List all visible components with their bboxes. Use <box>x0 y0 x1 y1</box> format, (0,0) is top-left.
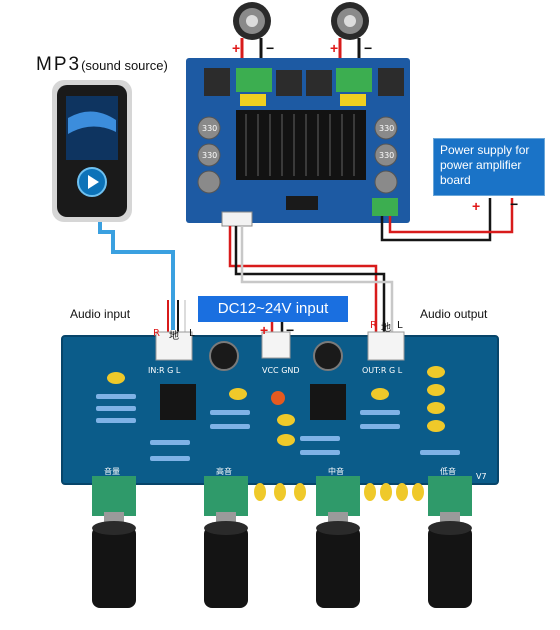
power-supply-line-2: power amplifier <box>440 158 538 173</box>
power-terminal <box>372 198 398 216</box>
silk-out: OUT:R G L <box>362 366 402 375</box>
output-pin-r: R <box>370 320 377 331</box>
power-supply-label: Power supply for power amplifier board <box>433 138 545 196</box>
silk-knob-volume: 音量 <box>104 466 120 477</box>
heatsink <box>236 110 366 180</box>
mp3-title: MP3(sound source) <box>36 54 168 76</box>
cap-label-2: 330 <box>202 151 217 160</box>
speaker-left-icon <box>233 2 271 40</box>
output-connector <box>368 332 404 360</box>
mp3-paren: (sound source) <box>81 58 168 73</box>
ic-right <box>310 384 346 420</box>
input-pin-r: R <box>153 328 160 339</box>
speaker-left-minus: − <box>266 40 274 56</box>
audio-input-label: Audio input <box>70 307 130 321</box>
speaker-right-icon <box>331 2 369 40</box>
dc-plus: + <box>260 322 268 338</box>
amp-input-connector <box>222 212 252 226</box>
power-supply-line-1: Power supply for <box>440 143 538 158</box>
knob-treble-icon <box>204 476 248 608</box>
cap-label-1: 330 <box>202 124 217 133</box>
amplifier-board <box>186 58 410 226</box>
silk-knob-mid: 中音 <box>328 466 344 477</box>
power-supply-line-3: board <box>440 173 538 188</box>
mp3-main: MP3 <box>36 54 81 75</box>
output-pin-g: 地 <box>381 319 391 334</box>
knob-bass-icon <box>428 476 472 608</box>
dc-minus: − <box>286 322 294 338</box>
speaker-terminal-left <box>236 68 272 92</box>
input-pin-l: L <box>189 328 195 339</box>
audio-output-label: Audio output <box>420 307 487 321</box>
ic-left <box>160 384 196 420</box>
dc-input-label: DC12~24V input <box>198 296 348 322</box>
cap-label-3: 330 <box>379 124 394 133</box>
speaker-terminal-right <box>336 68 372 92</box>
silk-in: IN:R G L <box>148 366 180 375</box>
output-pin-l: L <box>397 320 403 331</box>
knob-mid-icon <box>316 476 360 608</box>
speaker-left-plus: + <box>232 40 240 56</box>
mp3-player-icon <box>52 80 132 222</box>
tone-board <box>62 332 498 501</box>
silk-version: V7 <box>476 472 487 481</box>
silk-knob-bass: 低音 <box>440 466 456 477</box>
speaker-right-minus: − <box>364 40 372 56</box>
supply-plus: + <box>472 198 480 214</box>
silk-knob-treble: 高音 <box>216 466 232 477</box>
speaker-right-plus: + <box>330 40 338 56</box>
knob-volume-icon <box>92 476 136 608</box>
supply-minus: − <box>510 196 518 212</box>
silk-vcc: VCC GND <box>262 366 300 375</box>
cap-label-4: 330 <box>379 151 394 160</box>
input-pin-g: 地 <box>169 327 179 342</box>
